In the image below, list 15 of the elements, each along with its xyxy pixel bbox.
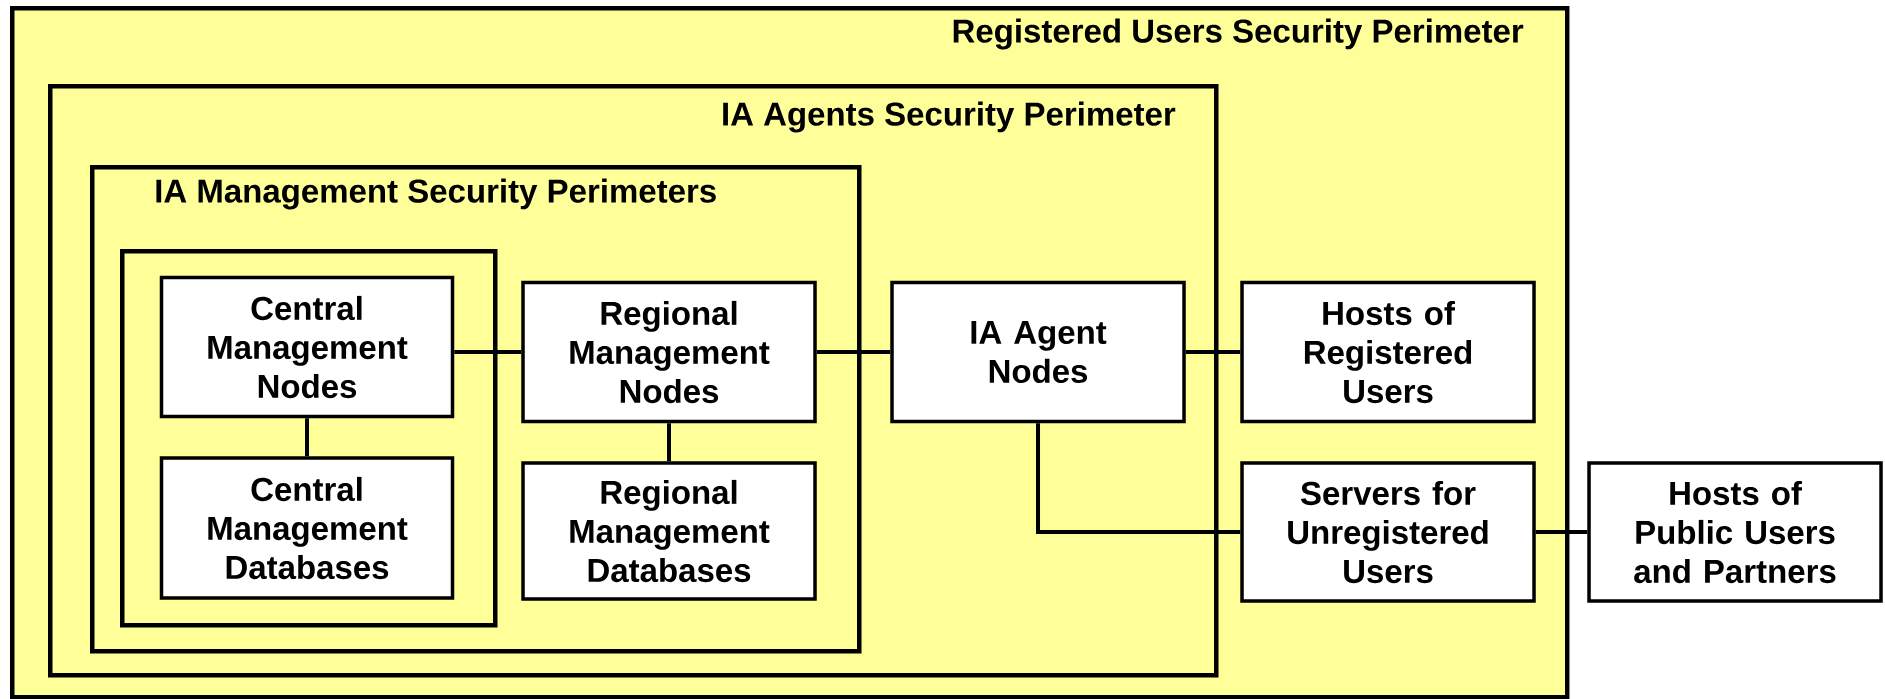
connector-line xyxy=(454,350,522,354)
node-box: Servers for Unregistered Users xyxy=(1240,461,1536,603)
connector-line xyxy=(816,350,891,354)
node-box: Central Management Databases xyxy=(159,456,455,600)
node-box: IA Agent Nodes xyxy=(890,280,1186,424)
node-box: Regional Management Databases xyxy=(521,461,817,601)
node-box: Hosts of Registered Users xyxy=(1240,280,1536,424)
connector-line xyxy=(1535,530,1588,534)
connector-line xyxy=(667,423,671,462)
node-box: Hosts of Public Users and Partners xyxy=(1587,461,1883,603)
node-box: Central Management Nodes xyxy=(159,275,455,419)
node-box: Regional Management Nodes xyxy=(521,280,817,424)
connector-line xyxy=(1036,423,1241,534)
connector-line xyxy=(1185,350,1241,354)
connector-line xyxy=(305,418,309,457)
